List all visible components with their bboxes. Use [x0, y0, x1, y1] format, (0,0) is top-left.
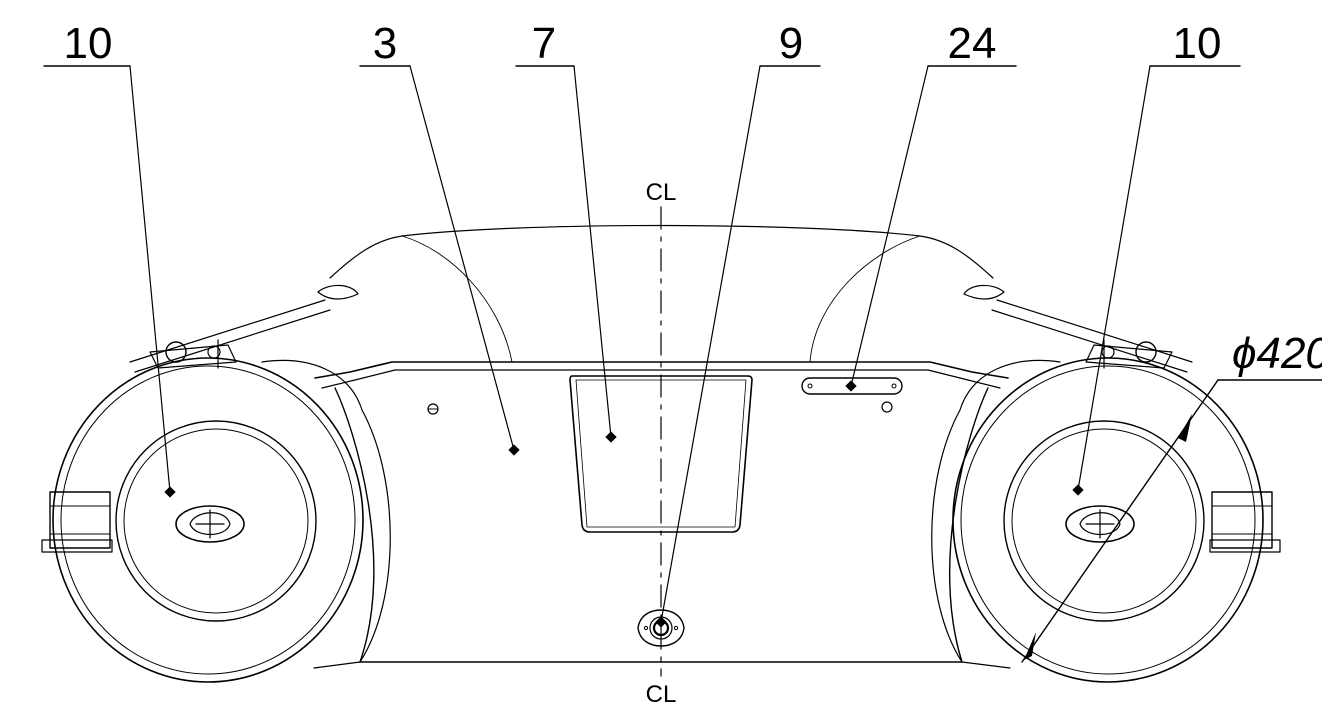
callout-7: 7	[532, 19, 556, 68]
tube-arch	[329, 224, 994, 279]
transom-plate	[314, 361, 1009, 379]
callout-10-left: 10	[64, 19, 113, 68]
callout-9: 9	[779, 19, 803, 68]
strap-right	[963, 284, 1193, 373]
boat-body	[129, 224, 1193, 669]
diameter-dimension: ϕ420	[1021, 329, 1322, 663]
centerline-top-label: CL	[646, 179, 677, 206]
wheel-right	[952, 357, 1281, 683]
centerline-bottom-label: CL	[646, 681, 677, 708]
callouts: 10 3 7 9 24 10	[43, 19, 1241, 628]
wheel-left-logo	[175, 505, 245, 543]
drain-plug-flange	[637, 609, 685, 647]
strap-left	[129, 284, 359, 373]
hull-left-side	[334, 387, 375, 663]
handle-plate	[801, 377, 903, 395]
wheel-right-logo	[1065, 505, 1135, 543]
callout-3: 3	[373, 19, 397, 68]
tube-shade-left	[401, 235, 513, 363]
callout-10-right: 10	[1173, 19, 1222, 68]
wheel-left	[41, 357, 364, 683]
cone-left	[261, 359, 391, 669]
callout-24: 24	[948, 19, 997, 68]
central-panel	[569, 375, 753, 533]
tube-shade-right	[809, 235, 921, 363]
cone-right	[931, 359, 1061, 669]
hull-right-side	[948, 387, 989, 663]
hole-right	[881, 401, 893, 413]
transom-plate-inner	[321, 369, 1001, 389]
diameter-label: ϕ420	[1232, 329, 1322, 378]
